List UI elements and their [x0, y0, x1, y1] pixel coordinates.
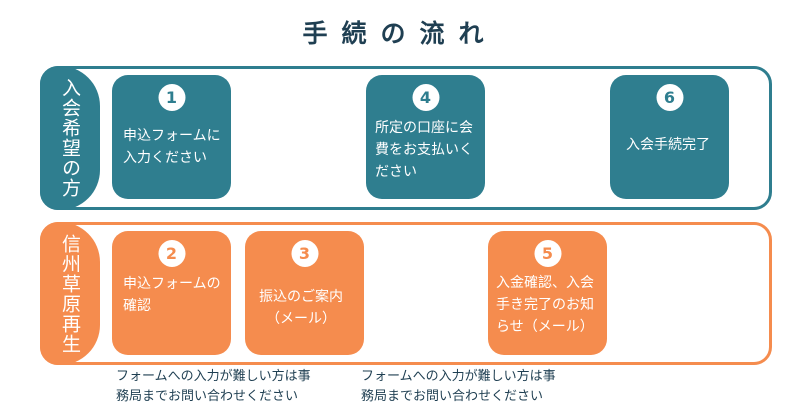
step-6-text: 入会手続完了	[626, 137, 710, 153]
step-3-text: 振込のご案内 （メール）	[259, 289, 343, 327]
step-2-text: 申込フォームの 確認	[123, 276, 221, 314]
step-6-box: 6 入会手続完了	[610, 75, 729, 199]
lane-label-applicant: 入会希望の方	[40, 66, 100, 210]
step-4-box: 4 所定の口座に会 費をお支払いく ださい	[366, 75, 485, 199]
step-6-number: 6	[656, 84, 683, 111]
step-1-number: 1	[158, 84, 185, 111]
step-4-number: 4	[412, 84, 439, 111]
step-2-box: 2 申込フォームの 確認	[112, 231, 231, 355]
step-5-box: 5 入金確認、入会 手き完了のお知 らせ（メール）	[488, 231, 607, 355]
step-5-number: 5	[534, 240, 561, 267]
note-right: フォームへの入力が難しい方は事 務局までお問い合わせください	[361, 369, 556, 404]
page-title: 手続の流れ	[302, 19, 498, 48]
step-1-box: 1 申込フォームに 入力ください	[112, 75, 231, 199]
step-3-number: 3	[291, 240, 318, 267]
lane-label-organization: 信州草原再生	[40, 222, 100, 365]
step-3-box: 3 振込のご案内 （メール）	[245, 231, 364, 355]
step-2-number: 2	[158, 240, 185, 267]
step-5-text: 入金確認、入会 手き完了のお知 らせ（メール）	[496, 275, 594, 335]
step-1-text: 申込フォームに 入力ください	[123, 128, 221, 166]
note-left: フォームへの入力が難しい方は事 務局までお問い合わせください	[116, 369, 311, 404]
step-4-text: 所定の口座に会 費をお支払いく ださい	[375, 120, 473, 180]
